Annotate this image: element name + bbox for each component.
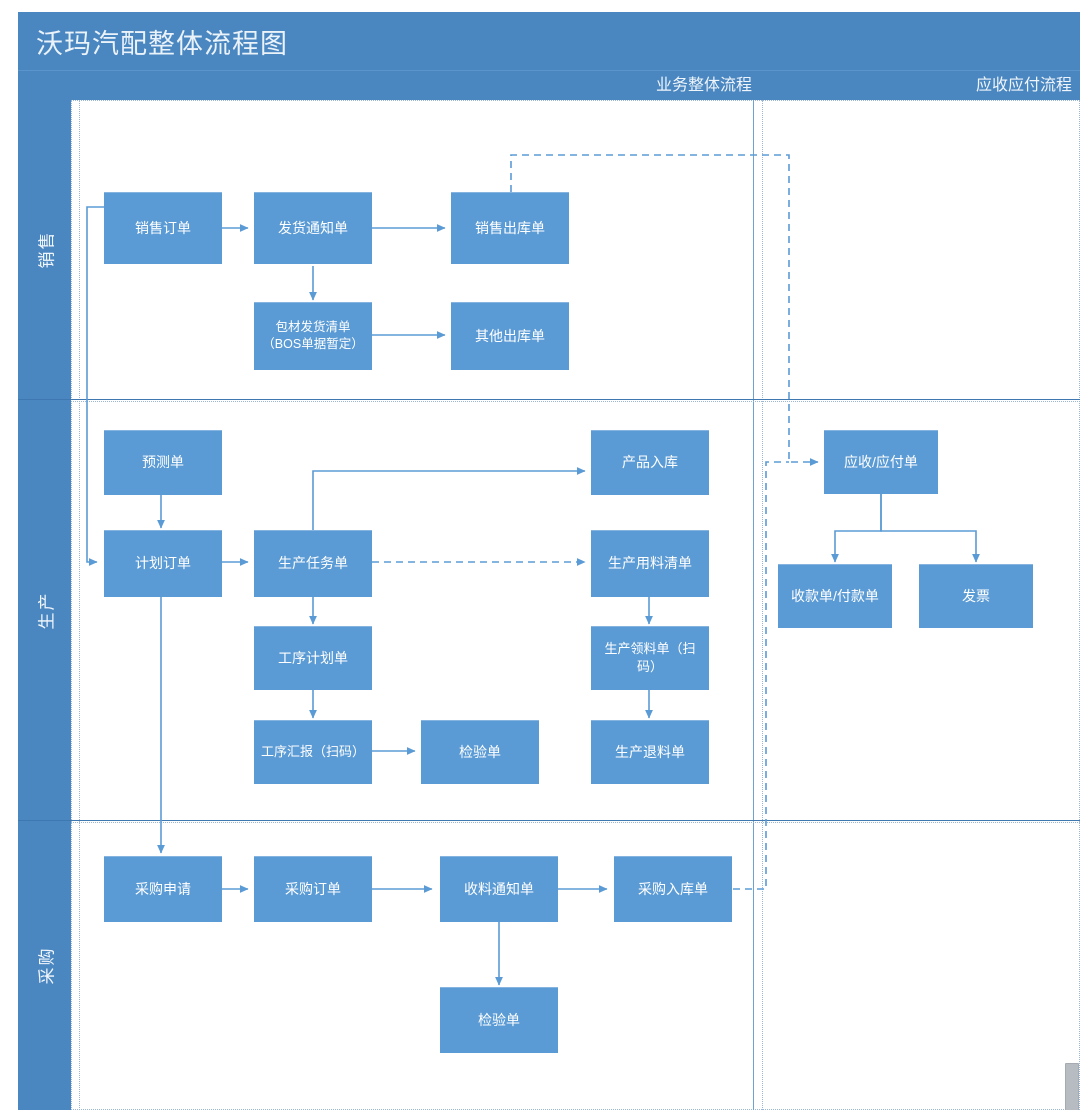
node-receiving-notice-label: 收料通知单	[464, 880, 534, 897]
node-receipt-payment-label: 收款单/付款单	[791, 587, 879, 604]
lane-dotted-guide-2	[71, 822, 1080, 823]
lane-separator-sales-production	[18, 399, 1080, 400]
vertical-scrollbar-track[interactable]	[1065, 100, 1080, 1110]
node-ar-ap-bill[interactable]: 应收/应付单	[824, 430, 938, 494]
node-production-task[interactable]: 生产任务单	[254, 530, 372, 597]
node-sales-order[interactable]: 销售订单	[104, 192, 222, 264]
node-other-outbound-label: 其他出库单	[475, 327, 545, 344]
node-receipt-payment[interactable]: 收款单/付款单	[778, 564, 892, 628]
swimlane-label-purchase-text: 采购	[37, 946, 56, 985]
node-production-return-label: 生产退料单	[615, 743, 685, 760]
swimlane-label-production: 生产	[18, 400, 71, 820]
node-production-pick-list[interactable]: 生产领料单（扫 码）	[591, 626, 709, 690]
node-process-plan[interactable]: 工序计划单	[254, 626, 372, 690]
column-divider-dotted-guide	[762, 100, 763, 1110]
node-purchase-inbound[interactable]: 采购入库单	[614, 856, 732, 922]
node-packing-delivery-list-label: 包材发货清单 （BOS单据暂定）	[262, 320, 364, 351]
node-forecast-order-label: 预测单	[142, 454, 184, 471]
node-plan-order[interactable]: 计划订单	[104, 530, 222, 597]
lane-dotted-guide-1	[71, 401, 1080, 402]
node-production-pick-list-label: 生产领料单（扫 码）	[604, 641, 696, 674]
node-purchase-order[interactable]: 采购订单	[254, 856, 372, 922]
node-inspection-purchase-label: 检验单	[478, 1011, 520, 1028]
node-process-report-label: 工序汇报（扫码）	[260, 744, 365, 760]
swimlane-label-sales: 销售	[18, 100, 71, 399]
column-header-receivable-payable: 应收应付流程	[975, 77, 1072, 94]
node-purchase-request-label: 采购申请	[135, 880, 191, 897]
column-divider	[753, 100, 754, 1110]
node-production-material-list[interactable]: 生产用料清单	[591, 530, 709, 597]
node-sales-outbound[interactable]: 销售出库单	[451, 192, 569, 264]
vertical-scrollbar-thumb[interactable]	[1065, 1063, 1079, 1110]
node-delivery-notice[interactable]: 发货通知单	[254, 192, 372, 264]
node-invoice[interactable]: 发票	[919, 564, 1033, 628]
node-ar-ap-bill-label: 应收/应付单	[844, 453, 918, 470]
node-inspection-production-label: 检验单	[459, 743, 501, 760]
node-invoice-label: 发票	[962, 587, 990, 604]
node-process-plan-label: 工序计划单	[278, 649, 348, 666]
node-purchase-order-label: 采购订单	[285, 880, 341, 897]
node-production-return[interactable]: 生产退料单	[591, 720, 709, 784]
node-purchase-request[interactable]: 采购申请	[104, 856, 222, 922]
node-inspection-purchase[interactable]: 检验单	[440, 987, 558, 1053]
page-title: 沃玛汽配整体流程图	[36, 29, 288, 59]
header-divider	[18, 70, 1080, 71]
node-plan-order-label: 计划订单	[135, 555, 191, 572]
node-product-inbound[interactable]: 产品入库	[591, 430, 709, 495]
swimlane-label-production-text: 生产	[37, 591, 56, 629]
node-packing-delivery-list[interactable]: 包材发货清单 （BOS单据暂定）	[254, 302, 372, 370]
node-process-report[interactable]: 工序汇报（扫码）	[254, 720, 372, 784]
swimlane-label-sales-text: 销售	[37, 230, 56, 269]
node-production-task-label: 生产任务单	[278, 555, 348, 572]
node-forecast-order[interactable]: 预测单	[104, 430, 222, 495]
node-purchase-inbound-label: 采购入库单	[638, 880, 708, 897]
lane-separator-production-purchase	[18, 820, 1080, 821]
node-delivery-notice-label: 发货通知单	[278, 219, 348, 236]
node-receiving-notice[interactable]: 收料通知单	[440, 856, 558, 922]
node-sales-order-label: 销售订单	[135, 219, 191, 236]
node-inspection-production[interactable]: 检验单	[421, 720, 539, 784]
node-production-material-list-label: 生产用料清单	[608, 555, 692, 572]
node-sales-outbound-label: 销售出库单	[475, 219, 545, 236]
node-product-inbound-label: 产品入库	[622, 454, 678, 471]
swimlane-label-purchase: 采购	[18, 821, 71, 1110]
canvas-left-dotted-guide	[79, 100, 80, 1110]
column-header-business: 业务整体流程	[655, 77, 752, 94]
node-other-outbound[interactable]: 其他出库单	[451, 302, 569, 370]
